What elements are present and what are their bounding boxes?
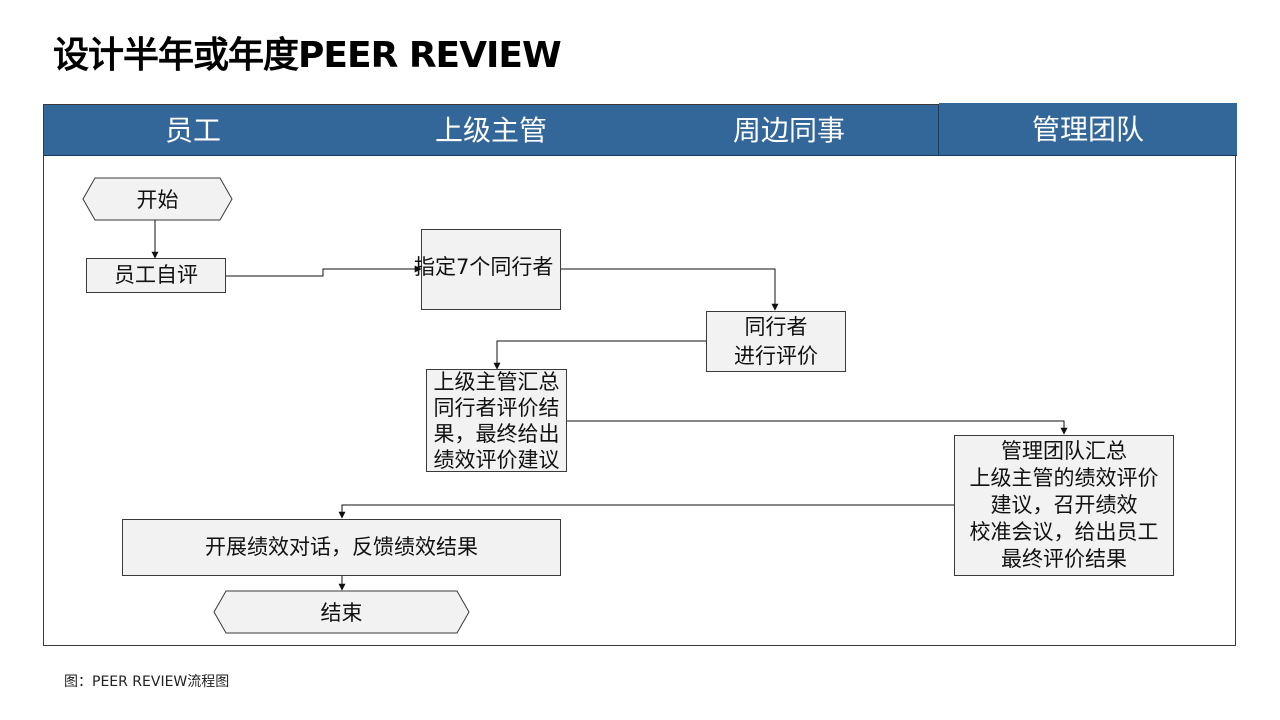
arrow-assign-to-peer-review [560, 268, 779, 311]
page-title: 设计半年或年度PEER REVIEW [53, 35, 562, 76]
lane-header-employee: 员工 [44, 105, 343, 156]
figure-caption: 图：PEER REVIEW流程图 [64, 674, 230, 690]
arrow-team-to-feedback [338, 504, 954, 519]
manager-summary-node: 上级主管汇总 同行者评价结 果，最终给出 绩效评价建议 [426, 369, 567, 472]
swimlane-frame: 员工 上级主管 周边同事 管理团队 [43, 103, 1237, 646]
assign-peers-label: 指定7个同行者 [414, 255, 554, 279]
arrow-peer-review-to-manager [493, 340, 706, 370]
start-label: 开始 [136, 188, 179, 212]
feedback-node: 开展绩效对话，反馈绩效结果 [122, 519, 561, 576]
end-terminal [213, 590, 470, 634]
arrow-manager-to-team [566, 420, 1068, 435]
self-review-node: 员工自评 [86, 258, 226, 293]
arrow-self-review-to-assign [225, 265, 422, 277]
assign-peers-node: 指定7个同行者 [414, 229, 561, 310]
lane-header-management-team: 管理团队 [939, 103, 1237, 156]
team-summary-node: 管理团队汇总 上级主管的绩效评价 建议，召开绩效 校准会议，给出员工 最终评价结… [954, 435, 1174, 576]
peer-review-node: 同行者 进行评价 [706, 311, 846, 372]
end-label: 结束 [320, 601, 363, 625]
start-terminal [82, 177, 233, 221]
lane-header-peers: 周边同事 [640, 105, 939, 156]
lane-header-manager: 上级主管 [342, 105, 641, 156]
